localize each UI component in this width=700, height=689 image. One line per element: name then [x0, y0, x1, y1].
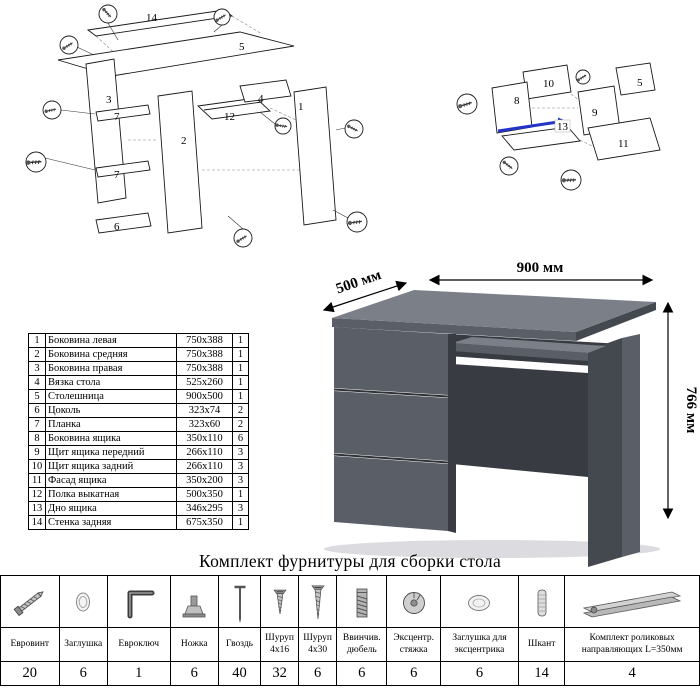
leg-icon	[182, 595, 206, 617]
exploded-diagram-drawer: 10 5 8 9 13 11	[456, 62, 661, 191]
part-label: 13	[557, 121, 569, 133]
screw-dowel-icon	[356, 588, 368, 617]
hex-key-icon	[127, 590, 155, 618]
exploded-diagram-desk: 14 5 3 7 7 6 2 12 4 1	[24, 4, 368, 248]
hardware-label: Евроключ	[106, 627, 171, 662]
cam-cap-icon	[468, 594, 491, 611]
part-label: 14	[146, 12, 158, 24]
part-label: 8	[514, 95, 520, 107]
hardware-qty: 6	[58, 661, 108, 686]
hardware-label-row: Евровинт Заглушка Евроключ Ножка Гвоздь …	[0, 627, 700, 662]
hardware-qty-row: 20 6 1 6 40 32 6 6 6 6 14 4	[0, 661, 700, 686]
euro-screw-icon	[13, 590, 44, 616]
part-label: 6	[114, 221, 120, 233]
dimension-width-label: 900 мм	[517, 260, 564, 276]
part-label: 12	[224, 111, 235, 123]
cap-icon	[76, 592, 91, 611]
hardware-label: Ножка	[169, 627, 219, 662]
dowel-icon	[537, 589, 547, 616]
desk-render	[324, 290, 660, 567]
part-label: 11	[618, 138, 629, 150]
roller-guide-highlight	[497, 120, 559, 133]
part-label: 4	[258, 93, 264, 105]
part-label: 10	[543, 78, 555, 90]
hardware-label: Евровинт	[0, 627, 60, 662]
screw-4x30-icon	[310, 585, 325, 619]
hardware-qty: 6	[439, 661, 520, 686]
part-label: 5	[637, 77, 643, 89]
screw-4x16-icon	[272, 589, 287, 614]
part-label: 3	[106, 94, 112, 106]
hardware-label: Шкант	[518, 627, 566, 662]
diagrams-canvas: 14 5 3 7 7 6 2 12 4 1	[24, 4, 699, 567]
part-label: 9	[592, 107, 598, 119]
hardware-qty: 20	[0, 661, 60, 686]
hardware-label: Гвоздь	[217, 627, 262, 662]
hardware-label: Эксцентр.стяжка	[386, 627, 441, 662]
hardware-qty: 6	[169, 661, 219, 686]
hardware-qty: 6	[298, 661, 338, 686]
hardware-qty: 4	[564, 661, 700, 686]
dimension-height-label: 766 мм	[683, 387, 699, 434]
hardware-qty: 32	[260, 661, 300, 686]
hardware-qty: 40	[217, 661, 262, 686]
part-label: 2	[181, 135, 187, 147]
hardware-table: Евровинт Заглушка Евроключ Ножка Гвоздь …	[0, 575, 700, 686]
part-label: 7	[114, 169, 120, 181]
hardware-kit-title: Комплект фурнитуры для сборки стола	[198, 551, 502, 571]
part-label: 1	[298, 101, 304, 113]
hardware-qty: 14	[518, 661, 566, 686]
hardware-label: Заглушка	[58, 627, 108, 662]
cam-lock-icon	[402, 591, 425, 614]
hardware-label: Ввинчив.дюбель	[336, 627, 388, 662]
hardware-qty: 1	[106, 661, 171, 686]
part-label: 5	[239, 41, 245, 53]
nail-icon	[234, 585, 246, 623]
part-label: 7	[114, 111, 120, 123]
hardware-qty: 6	[336, 661, 388, 686]
hardware-icon-row	[0, 575, 700, 628]
hardware-qty: 6	[386, 661, 441, 686]
rail-icon	[582, 591, 682, 617]
